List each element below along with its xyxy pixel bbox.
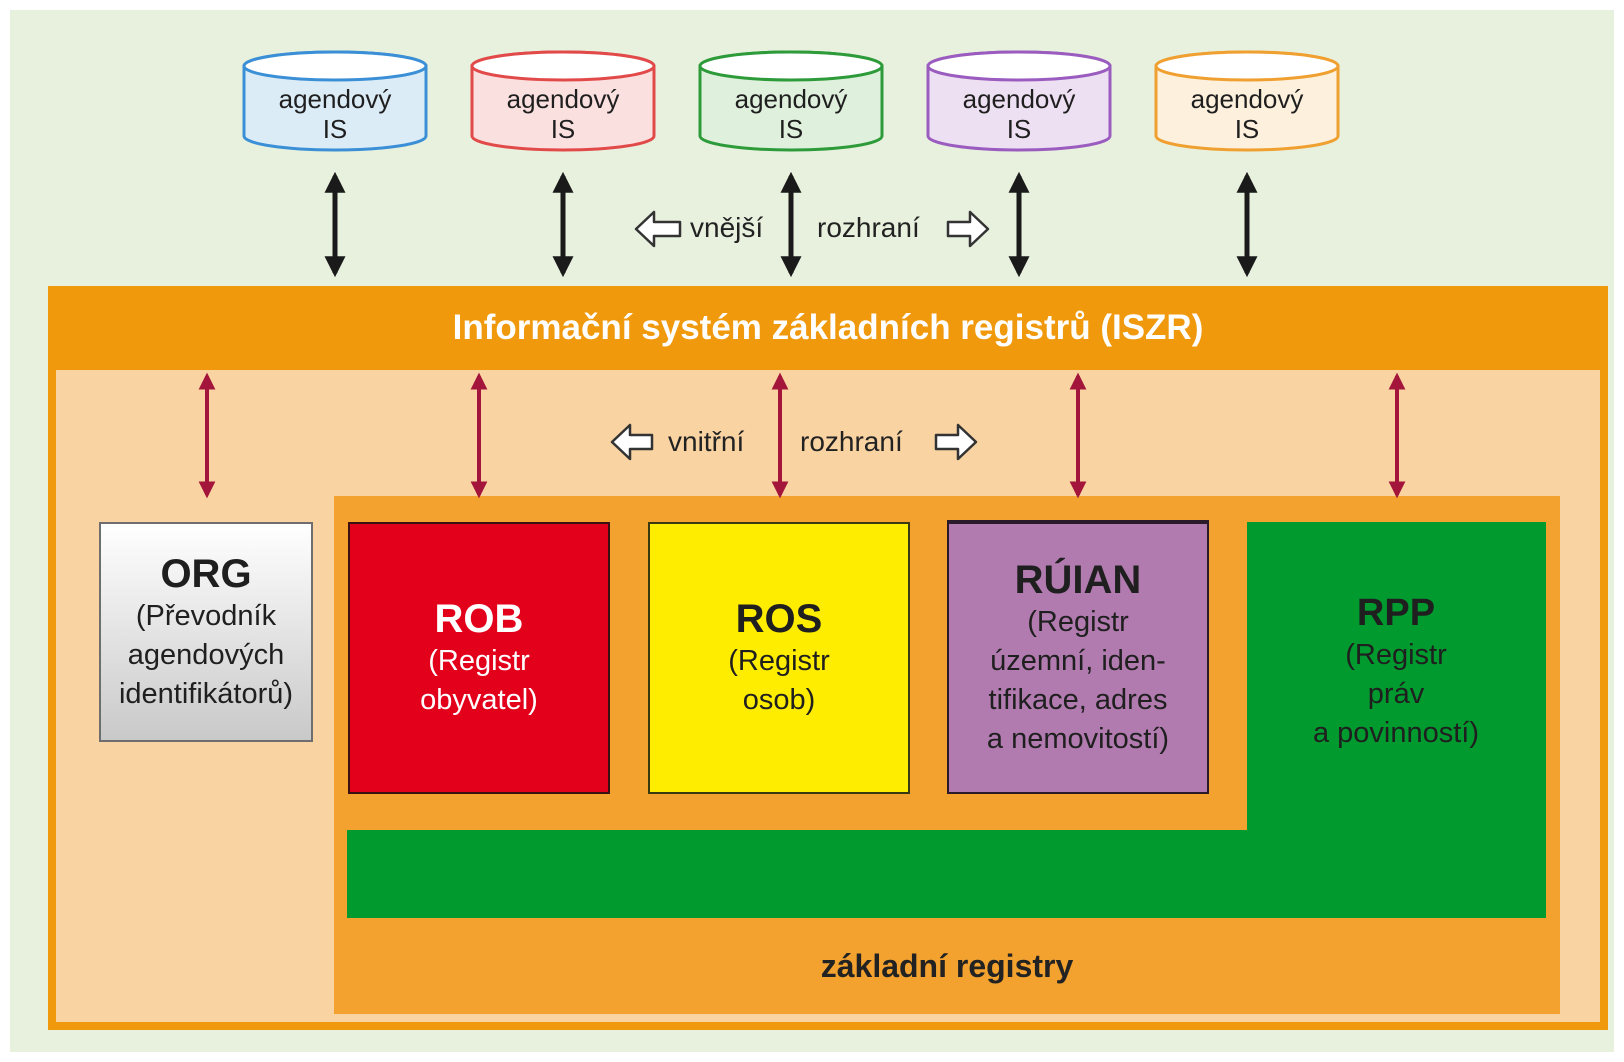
org-subtitle: (Převodník agendových identifikátorů) xyxy=(118,599,294,710)
ros-box: ROS (Registr osob) xyxy=(648,522,910,794)
ros-title: ROS xyxy=(735,597,823,641)
agency-is-label: agendový xyxy=(963,84,1076,114)
arrow-left-outline-icon xyxy=(610,423,654,461)
org-box: ORG (Převodník agendových identifikátorů… xyxy=(99,522,313,742)
external-interface-right-label: rozhraní xyxy=(817,212,920,243)
rob-title: ROB xyxy=(434,597,524,641)
agency-is-label-abbrev: IS xyxy=(1235,114,1260,144)
rpp-subtitle: (Registr práv a povinností) xyxy=(1312,639,1480,749)
agency-is-label: agendový xyxy=(735,84,848,114)
iszr-title: Informační systém základních registrů (I… xyxy=(452,308,1204,347)
org-title: ORG xyxy=(160,551,252,596)
external-interface-left-label: vnější xyxy=(690,212,763,243)
agency-is-label-abbrev: IS xyxy=(779,114,804,144)
arrow-right-outline-icon xyxy=(934,423,978,461)
rpp-box: RPP (Registr práv a povinností) xyxy=(1246,522,1546,782)
agency-is-label-abbrev: IS xyxy=(323,114,348,144)
rob-box: ROB (Registr obyvatel) xyxy=(348,522,610,794)
ros-subtitle: (Registr osob) xyxy=(728,645,830,716)
internal-interface-right-label: rozhraní xyxy=(800,426,903,457)
agency-is-label-abbrev: IS xyxy=(1007,114,1032,144)
rpp-area xyxy=(347,522,1546,918)
arrow-right-outline-icon xyxy=(946,210,990,248)
agency-is-label: agendový xyxy=(507,84,620,114)
iszr-header-bar xyxy=(48,286,1608,370)
ruian-subtitle: (Registr územní, iden- tifikace, adres a… xyxy=(986,606,1170,755)
ruian-box: RÚIAN (Registr územní, iden- tifikace, a… xyxy=(947,520,1209,794)
agency-is-label-abbrev: IS xyxy=(551,114,576,144)
agency-is-label: agendový xyxy=(279,84,392,114)
rpp-title: RPP xyxy=(1356,592,1436,634)
rob-subtitle: (Registr obyvatel) xyxy=(420,645,538,716)
ruian-title: RÚIAN xyxy=(1014,558,1142,602)
internal-interface-left-label: vnitřní xyxy=(668,426,744,457)
basic-registers-label: základní registry xyxy=(820,948,1074,984)
agency-is-label: agendový xyxy=(1191,84,1304,114)
arrow-left-outline-icon xyxy=(634,210,682,248)
